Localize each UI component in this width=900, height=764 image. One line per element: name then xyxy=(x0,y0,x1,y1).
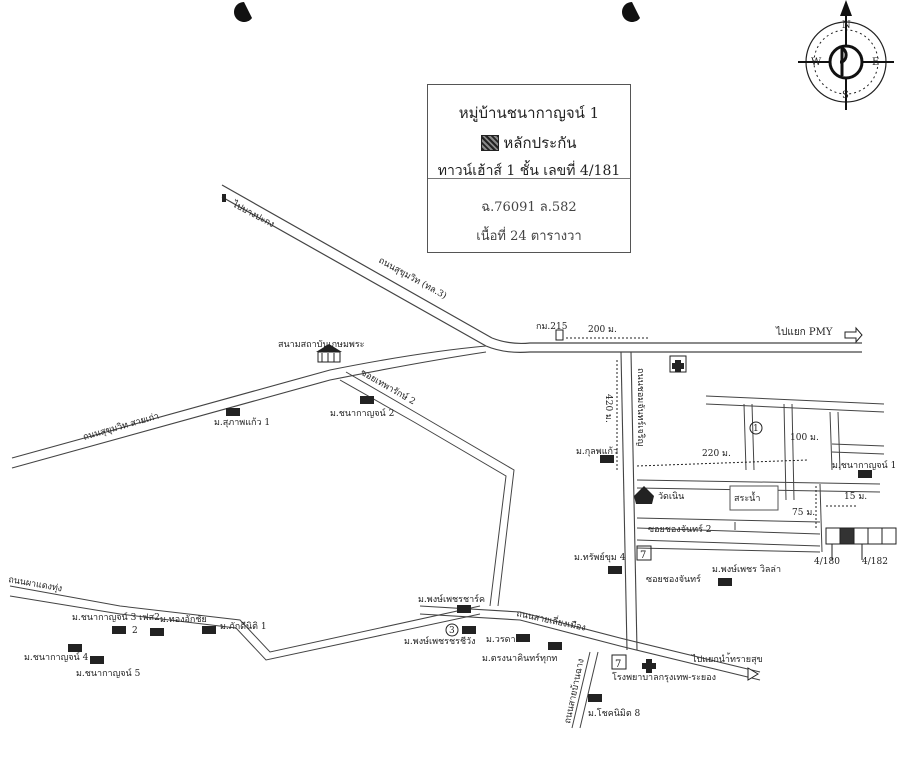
label-m-west5: ม.ชนากาญจน์ 5 xyxy=(76,667,141,679)
label-dist-15: 15 ม. xyxy=(844,492,867,502)
label-m-pnt: ม.พงษ์เพชรชาร์ค xyxy=(418,593,485,605)
road-lane2 xyxy=(339,371,515,607)
road-sukhumvit-old xyxy=(11,345,487,469)
legend-divider xyxy=(428,178,630,179)
school-icon xyxy=(316,344,342,363)
label-m-wat: วัดเนิน xyxy=(658,491,684,502)
label-m-chana2: ม.ชนากาญจน์ 2 xyxy=(330,407,394,419)
compass-s: S xyxy=(842,90,849,101)
circle-2: 2 xyxy=(132,626,138,636)
label-m-pnt2: ม.พงษ์เพชรชรชีวัง xyxy=(404,635,476,647)
label-nakhon-road: ถนนสายเลี่ยงเมือง xyxy=(515,606,587,633)
road-banchang xyxy=(571,651,599,729)
compass-w: W xyxy=(811,57,822,68)
binder-hole-right xyxy=(621,2,640,23)
label-to-pmy: ไปแยก PMY xyxy=(775,326,833,338)
label-dist-75: 75 ม. xyxy=(792,508,815,518)
label-m-nitch: ม.ทรัพย์ขุม 4 xyxy=(574,551,626,563)
label-chomchan-road: ถนนชอมจันทร์เจริญ xyxy=(635,368,647,447)
label-m-wara: ม.วรดา xyxy=(486,635,516,645)
temple-icon xyxy=(634,486,654,504)
collateral-marker-icon xyxy=(481,135,500,151)
label-lot-180: 4/180 xyxy=(814,557,840,567)
circle-3: 3 xyxy=(449,626,455,636)
legend-marker-row: หลักประกัน xyxy=(428,131,630,155)
label-dist-420: 420 ม. xyxy=(603,394,613,423)
circle-markers xyxy=(445,421,763,637)
label-m-thara: ม.ตรงนาคินทร์ทุกท xyxy=(482,652,557,664)
svg-text:7: 7 xyxy=(615,659,621,670)
legend-area: เนื้อที่ 24 ตารางวา xyxy=(476,229,582,244)
label-lot-182: 4/182 xyxy=(862,557,888,567)
label-dist-200: 200 ม. xyxy=(588,325,617,335)
legend-title: หมู่บ้านชนากาญจน์ 1 xyxy=(458,104,600,122)
label-m-chokchai: ม.โชคนิมิต 8 xyxy=(588,708,641,719)
label-m-west2: ม.ทองอักชัย xyxy=(160,615,207,625)
arrow-east-icon xyxy=(747,667,759,681)
dimension-lines xyxy=(566,337,858,530)
compass-icon: N E S W xyxy=(798,0,894,110)
store-icon-2: 7 xyxy=(611,654,627,670)
pond-box xyxy=(729,485,779,511)
km-marker-icon xyxy=(555,329,564,341)
label-m-west3: ม.ภักดีนิติ 1 xyxy=(220,621,267,632)
label-school: สนามสถาบันเกษมพระ xyxy=(278,340,365,350)
label-m-kaeo: ม.กุลพแก้ว xyxy=(576,446,618,457)
legend-box: หมู่บ้านชนากาญจน์ 1 หลักประกัน ทาวน์เฮ้า… xyxy=(427,84,631,253)
label-km: กม.215 xyxy=(536,322,568,332)
label-m-west4: ม.ชนากาญจน์ 4 xyxy=(24,651,89,663)
label-hospital: โรงพยาบาลกรุงเทพ-ระยอง xyxy=(612,672,716,683)
label-pond: สระน้ำ xyxy=(734,491,760,504)
svg-text:7: 7 xyxy=(640,550,646,561)
village-icons xyxy=(68,194,872,702)
label-to-east: ไปแยกนำ้ทรายสุข xyxy=(691,652,763,665)
compass-n: N xyxy=(842,20,851,31)
road-sukhumvit xyxy=(221,184,862,353)
hospital-cross-icon xyxy=(669,355,687,373)
arrow-pmy-icon xyxy=(844,326,863,344)
label-west-road: ถนนผาแดงทุ่ง xyxy=(7,575,62,594)
legend-unit: ทาวน์เฮ้าส์ 1 ชั้น เลขที่ 4/181 xyxy=(437,163,621,179)
store-icon: 7 xyxy=(636,545,652,561)
label-m-chana1: ม.ชนากาญจน์ 1 xyxy=(832,459,896,471)
road-chomchan xyxy=(620,351,638,651)
label-dist-100: 100 ม. xyxy=(790,433,819,443)
circle-1: 1 xyxy=(753,424,759,434)
legend-deed: ฉ.76091 ล.582 xyxy=(481,200,577,215)
compass-e: E xyxy=(872,57,879,68)
parcel-row xyxy=(825,527,897,560)
binder-hole-left xyxy=(234,2,252,23)
legend-marker-label: หลักประกัน xyxy=(503,134,577,152)
subject-parcel xyxy=(839,527,855,545)
hospital-cross-icon-2 xyxy=(642,659,656,673)
label-lane-chomchan2: ซอยชองจันทร์ 2 xyxy=(648,523,711,535)
label-m-wanwila: ม.พงษ์เพชร วิลล่า xyxy=(712,563,781,575)
label-m-west1: ม.ชนากาญจน์ 3 เฟส2 xyxy=(72,611,160,623)
label-m-siamkaeo: ม.สุภาพแก้ว 1 xyxy=(214,417,270,428)
label-lane-chomchan: ซอยชองจันทร์ xyxy=(646,573,701,585)
road-west xyxy=(9,585,481,661)
label-dist-220: 220 ม. xyxy=(702,449,731,459)
